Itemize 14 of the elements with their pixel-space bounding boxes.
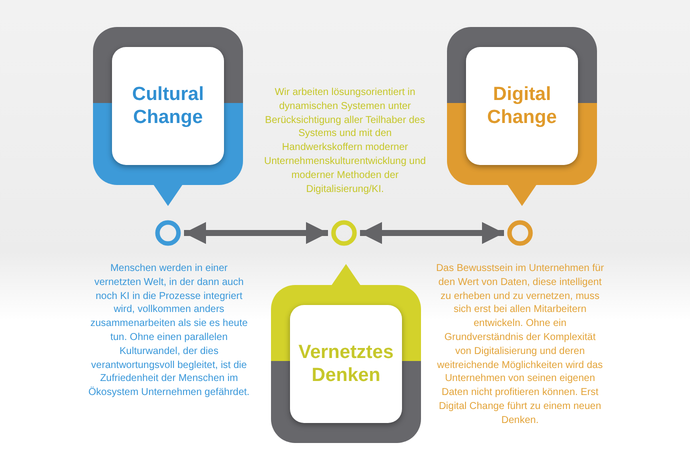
- ring-marker: [331, 220, 357, 246]
- card-title: Vernetztes Denken: [297, 341, 395, 387]
- card-title: Digital Change: [486, 83, 558, 129]
- ring-marker: [155, 220, 181, 246]
- callout-card: [447, 27, 597, 185]
- description-text: Menschen werden in einer vernetzten Welt, in der dann auch noch KI in die Prozesse integriert wird, vollkommen anders zusammenarbeiten als sie es heute tun. Ohne einen parallelen Kulturwandel, der dies verantwortungsvoll begleitet, ist die Zufriedenheit der Menschen im Ökosystem Unternehmen gefährdet.: [88, 262, 250, 400]
- description-text: Wir arbeiten lösungsorientiert in dynamischen Systemen unter Berücksichtigung aller Teilhaber des Systems und mit den Handwerkskoffern moderner Unternehmenskulturentwicklung und moderner Methoden der Digitalisierung/KI.: [263, 86, 427, 196]
- double-arrow: [360, 222, 504, 244]
- callout-card: [271, 285, 421, 443]
- card-title: Cultural Change: [131, 83, 205, 129]
- ring-marker: [507, 220, 533, 246]
- double-arrow: [184, 222, 328, 244]
- description-text: Das Bewusstsein im Unternehmen für den Wert von Daten, diese intelligent zu erheben und zu vernetzen, muss sich erst bei allen Mitarbeitern entwickeln. Ohne ein Grundverständnis der Komplexität von Digitalisierung und deren weitreichende Möglichkeiten wird das Unternehmen von seinen eigenen Daten nicht profitieren können. Erst Digital Change führt zu einem neuen Denken.: [436, 262, 604, 428]
- callout-card: [93, 27, 243, 185]
